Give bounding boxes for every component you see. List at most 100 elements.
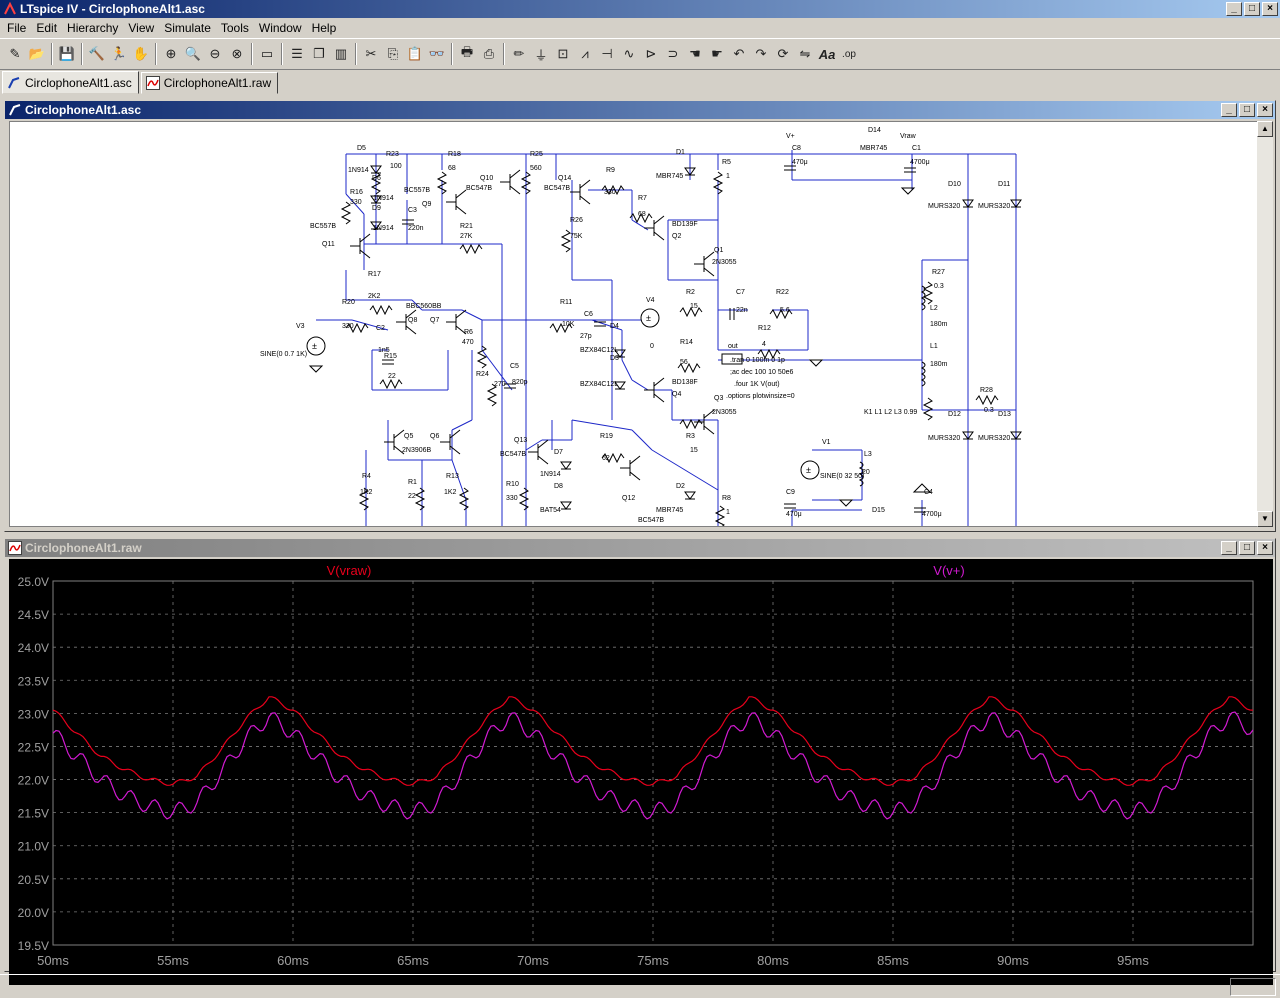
inductor-icon[interactable]: ∿ [623,46,635,61]
resistor-symbol[interactable] [476,345,488,369]
run-icon[interactable]: 🏃 [110,46,128,61]
resistor-symbol[interactable] [769,308,793,320]
control-panel-icon[interactable]: 🔨 [88,46,106,61]
menu-simulate[interactable]: Simulate [164,21,211,35]
resistor-symbol[interactable] [486,383,498,407]
scroll-down-icon[interactable]: ▼ [1257,511,1273,527]
resistor-symbol[interactable] [340,201,352,225]
resistor-symbol[interactable] [922,397,934,421]
text-icon[interactable]: Aa [818,46,836,62]
resistor-symbol[interactable] [549,322,573,334]
capacitor-symbol[interactable] [784,165,796,171]
tile-horizontal-icon[interactable]: ☰ [291,46,303,61]
out-port-symbol[interactable] [721,353,743,365]
schematic-maximize-button[interactable]: □ [1239,103,1255,117]
diode-icon[interactable]: ⊳ [645,46,657,61]
transistor-symbol[interactable] [446,309,467,335]
resistor-symbol[interactable] [414,487,426,511]
resistor-symbol[interactable] [757,348,781,360]
resistor-symbol[interactable] [679,418,703,430]
scroll-track[interactable] [1257,137,1273,511]
pan-icon[interactable]: 🔍 [184,46,202,61]
transistor-symbol[interactable] [528,439,549,465]
resistor-icon[interactable]: ⩘ [581,46,589,61]
resistor-symbol[interactable] [922,281,934,305]
inductor-symbol[interactable] [920,285,926,311]
diode-symbol[interactable] [1010,199,1022,208]
diode-symbol[interactable] [614,349,626,358]
transistor-symbol[interactable] [350,233,371,259]
resistor-symbol[interactable] [601,452,625,464]
transistor-symbol[interactable] [570,179,591,205]
autorange-icon[interactable]: ▭ [260,46,274,61]
resistor-symbol[interactable] [714,505,726,527]
transistor-symbol[interactable] [440,429,461,455]
menu-hierarchy[interactable]: Hierarchy [67,21,119,35]
rotate-icon[interactable]: ⟳ [777,46,789,61]
menu-window[interactable]: Window [258,21,302,35]
transistor-symbol[interactable] [694,409,715,435]
diode-symbol[interactable] [370,165,382,174]
menu-file[interactable]: File [7,21,27,35]
capacitor-icon[interactable]: ⊣ [601,46,613,61]
resistor-symbol[interactable] [345,322,369,334]
spice-directive-icon[interactable]: .op [842,48,856,60]
diode-symbol[interactable] [614,381,626,390]
resistor-symbol[interactable] [560,229,572,253]
transistor-symbol[interactable] [446,189,467,215]
resistor-symbol[interactable] [358,487,370,511]
transistor-symbol[interactable] [644,215,665,241]
diode-symbol[interactable] [560,461,572,470]
save-icon[interactable]: 💾 [58,46,76,61]
copy-icon[interactable]: ⎘ [387,46,399,61]
legend-entry[interactable]: V(v+) [933,563,964,578]
resistor-symbol[interactable] [520,171,532,195]
paste-icon[interactable]: 📋 [406,46,424,61]
resistor-symbol[interactable] [459,243,483,255]
capacitor-symbol[interactable] [594,321,606,327]
diode-symbol[interactable] [370,195,382,204]
tab-waveform[interactable]: CirclophoneAlt1.raw [140,72,279,94]
voltage-source-symbol[interactable] [800,460,820,480]
transistor-symbol[interactable] [384,429,405,455]
zoom-fit-icon[interactable]: ⊗ [231,46,243,61]
capacitor-symbol[interactable] [402,219,414,225]
voltage-source-symbol[interactable] [306,336,326,356]
halt-icon[interactable]: ✋ [132,46,150,61]
diode-symbol[interactable] [684,491,696,500]
schematic-vertical-scrollbar[interactable]: ▲ ▼ [1257,121,1273,527]
cascade-icon[interactable]: ❐ [313,46,325,61]
move-icon[interactable]: ☚ [689,46,701,61]
transistor-symbol[interactable] [694,251,715,277]
menu-help[interactable]: Help [311,21,337,35]
voltage-source-symbol[interactable] [640,308,660,328]
tab-schematic[interactable]: CirclophoneAlt1.asc [2,71,139,94]
open-folder-icon[interactable]: 📂 [28,46,46,61]
resistor-symbol[interactable] [436,171,448,195]
resistor-symbol[interactable] [629,212,653,224]
menu-edit[interactable]: Edit [36,21,58,35]
resistor-symbol[interactable] [601,184,625,196]
undo-icon[interactable]: ↶ [733,46,745,61]
zoom-out-icon[interactable]: ⊖ [209,46,221,61]
print-setup-icon[interactable]: 🖶 [460,44,474,59]
mirror-icon[interactable]: ⇋ [799,46,811,61]
menu-view[interactable]: View [128,21,155,35]
diode-symbol[interactable] [370,221,382,230]
diode-symbol[interactable] [560,501,572,510]
label-net-icon[interactable]: ⊡ [557,46,569,61]
zoom-in-icon[interactable]: ⊕ [165,46,177,61]
diode-symbol[interactable] [1010,431,1022,440]
capacitor-symbol[interactable] [729,308,735,320]
scroll-up-icon[interactable]: ▲ [1257,121,1273,137]
diode-symbol[interactable] [684,167,696,176]
resistor-symbol[interactable] [518,487,530,511]
menu-tools[interactable]: Tools [220,21,249,35]
tile-vertical-icon[interactable]: ▥ [334,46,348,61]
new-schematic-icon[interactable]: ✎ [9,46,21,61]
waveform-close-button[interactable]: × [1257,541,1273,555]
wire-icon[interactable]: ✏ [513,46,525,61]
ground-icon[interactable]: ⏚ [534,47,548,63]
